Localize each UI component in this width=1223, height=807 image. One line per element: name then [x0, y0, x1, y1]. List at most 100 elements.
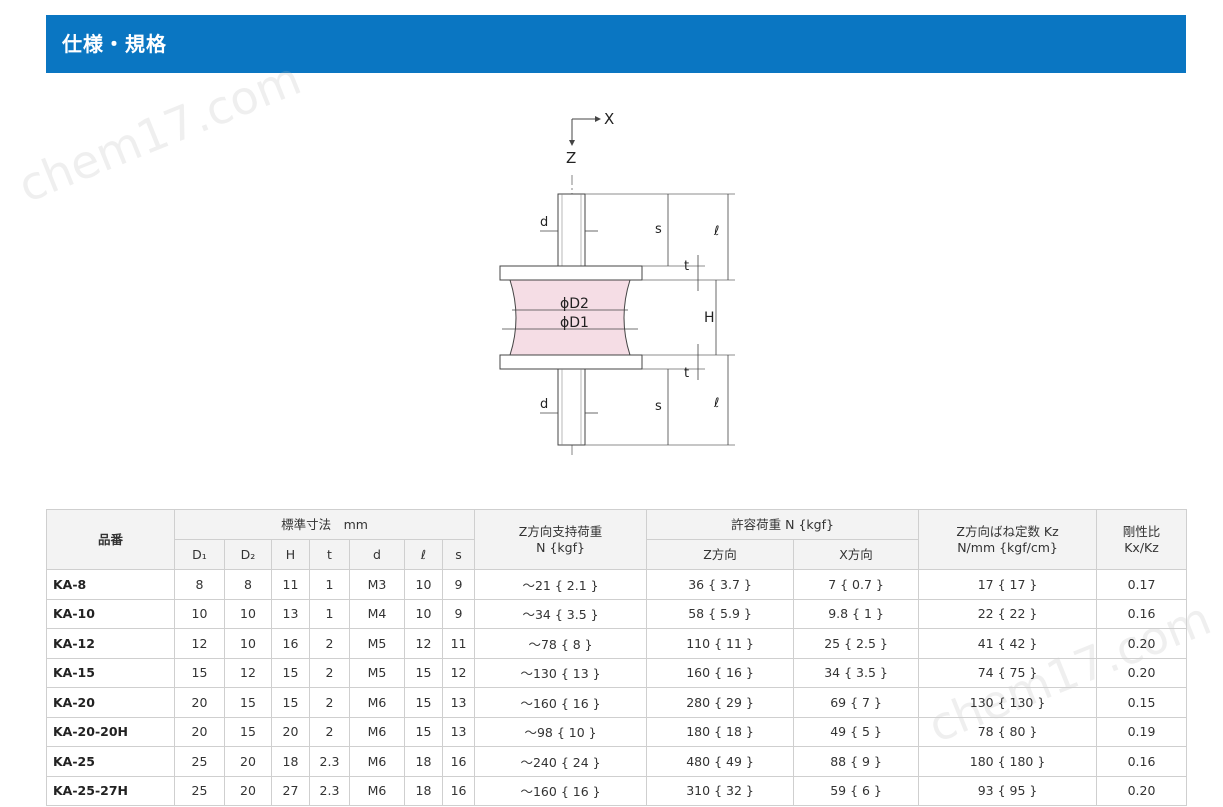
cell-kz: 130 { 130 }	[918, 687, 1098, 718]
top-bolt	[557, 193, 586, 267]
cell-d1: 15	[174, 657, 225, 688]
col-header-d: d	[349, 539, 405, 570]
cell-d2: 10	[224, 628, 272, 659]
cell-support: ～78 { 8 }	[474, 628, 648, 659]
cell-l: 18	[404, 775, 443, 806]
cell-d: M4	[349, 598, 405, 629]
col-header-stiffness-line2: Kx/Kz	[1124, 539, 1159, 555]
cell-t: 2	[309, 687, 350, 718]
col-header-d1: D₁	[174, 539, 225, 570]
dim-label-l-bottom: ℓ	[713, 396, 719, 411]
cell-model: KA-20-20H	[46, 716, 175, 747]
cell-d1: 8	[174, 569, 225, 600]
cell-s: 9	[441, 569, 476, 600]
cell-allow-x: 34 { 3.5 }	[793, 657, 920, 688]
col-header-spring-const: Z方向ばね定数 Kz N/mm {kgf/cm}	[918, 509, 1098, 570]
cell-ratio: 0.16	[1096, 598, 1188, 629]
cell-d2: 20	[224, 746, 272, 777]
cell-t: 2	[309, 628, 350, 659]
dim-label-t-bottom: t	[684, 366, 689, 381]
cell-d1: 20	[174, 687, 225, 718]
cell-model: KA-25	[46, 746, 175, 777]
cell-t: 1	[309, 598, 350, 629]
cell-allow-z: 280 { 29 }	[646, 687, 795, 718]
dim-label-H: H	[704, 310, 715, 326]
dim-label-d-top: d	[540, 215, 548, 230]
cell-h: 15	[271, 657, 310, 688]
cell-d1: 25	[174, 746, 225, 777]
cell-support: ～160 { 16 }	[474, 687, 648, 718]
dim-label-D2: ϕD2	[560, 296, 589, 312]
cell-kz: 74 { 75 }	[918, 657, 1098, 688]
cell-l: 15	[404, 716, 443, 747]
col-header-allow-load: 許容荷重 N {kgf}	[646, 509, 920, 540]
cell-l: 10	[404, 598, 443, 629]
cell-kz: 78 { 80 }	[918, 716, 1098, 747]
axis-x-label: X	[604, 110, 614, 128]
cell-d: M6	[349, 746, 405, 777]
col-header-z-support-load-line1: Z方向支持荷重	[518, 523, 603, 539]
cell-l: 15	[404, 657, 443, 688]
cell-d: M5	[349, 628, 405, 659]
cell-kz: 93 { 95 }	[918, 775, 1098, 806]
cell-d1: 12	[174, 628, 225, 659]
cell-h: 27	[271, 775, 310, 806]
spec-table: 品番 標準寸法 mm Z方向支持荷重 N {kgf} 許容荷重 N {kgf} …	[46, 509, 1188, 806]
dim-label-t-top: t	[684, 259, 689, 274]
cell-ratio: 0.17	[1096, 569, 1188, 600]
col-header-t: t	[309, 539, 350, 570]
cell-d1: 20	[174, 716, 225, 747]
col-header-z-support-load-line2: N {kgf}	[536, 539, 585, 555]
col-header-l: ℓ	[404, 539, 443, 570]
cell-model: KA-25-27H	[46, 775, 175, 806]
cell-allow-z: 36 { 3.7 }	[646, 569, 795, 600]
col-header-spring-const-line2: N/mm {kgf/cm}	[957, 539, 1058, 555]
cell-t: 2.3	[309, 746, 350, 777]
cell-l: 18	[404, 746, 443, 777]
cell-d: M6	[349, 687, 405, 718]
cell-support: ～98 { 10 }	[474, 716, 648, 747]
cell-allow-x: 49 { 5 }	[793, 716, 920, 747]
col-header-d2: D₂	[224, 539, 272, 570]
cell-d: M6	[349, 775, 405, 806]
cell-allow-z: 180 { 18 }	[646, 716, 795, 747]
cell-d2: 10	[224, 598, 272, 629]
cell-t: 2	[309, 716, 350, 747]
cell-s: 9	[441, 598, 476, 629]
col-header-model: 品番	[46, 509, 175, 570]
cell-ratio: 0.20	[1096, 628, 1188, 659]
bottom-plate	[499, 354, 643, 370]
cell-support: ～160 { 16 }	[474, 775, 648, 806]
cell-h: 11	[271, 569, 310, 600]
axis-z-label: Z	[566, 149, 576, 167]
cell-d2: 12	[224, 657, 272, 688]
cell-support: ～240 { 24 }	[474, 746, 648, 777]
cell-d: M3	[349, 569, 405, 600]
col-header-z-dir: Z方向	[646, 539, 795, 570]
cell-d2: 20	[224, 775, 272, 806]
cell-d2: 8	[224, 569, 272, 600]
col-header-z-support-load: Z方向支持荷重 N {kgf}	[474, 509, 648, 570]
col-header-h: H	[271, 539, 310, 570]
cell-s: 11	[441, 628, 476, 659]
cell-h: 18	[271, 746, 310, 777]
cell-t: 2	[309, 657, 350, 688]
cell-allow-z: 110 { 11 }	[646, 628, 795, 659]
cell-d1: 25	[174, 775, 225, 806]
cell-s: 13	[441, 716, 476, 747]
cell-d: M6	[349, 716, 405, 747]
dim-label-l-top: ℓ	[713, 224, 719, 239]
cell-ratio: 0.19	[1096, 716, 1188, 747]
col-header-stiffness-ratio: 剛性比 Kx/Kz	[1096, 509, 1188, 570]
watermark: chem17.com	[10, 50, 309, 214]
dimension-diagram: X Z ϕD2 ϕD1 d d s s t	[499, 110, 735, 455]
cell-ratio: 0.20	[1096, 775, 1188, 806]
cell-h: 15	[271, 687, 310, 718]
cell-support: ～34 { 3.5 }	[474, 598, 648, 629]
col-header-stiffness-line1: 剛性比	[1122, 523, 1161, 539]
